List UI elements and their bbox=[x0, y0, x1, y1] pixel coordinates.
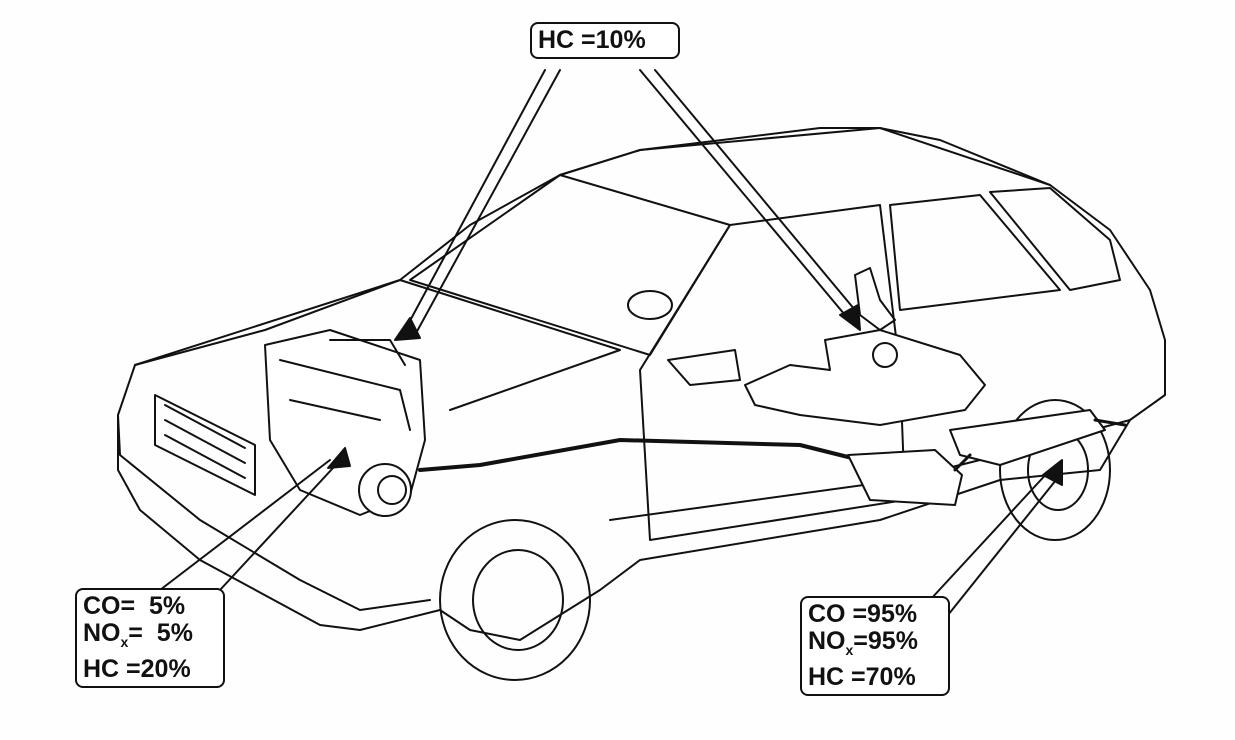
engine-nox-row: NOx= 5% bbox=[83, 619, 193, 651]
quarter-window bbox=[989, 187, 1121, 291]
roof-line bbox=[559, 127, 1051, 186]
hood-line bbox=[134, 279, 621, 411]
rear-wheel bbox=[999, 399, 1111, 541]
filler-neck bbox=[854, 267, 896, 331]
front-wheel bbox=[439, 519, 591, 681]
mirror bbox=[667, 349, 741, 386]
alternator bbox=[358, 463, 412, 517]
exhaust-hc-row: HC =70% bbox=[808, 663, 916, 691]
steering-wheel bbox=[627, 290, 673, 320]
arrow-to-carburettor bbox=[404, 69, 561, 336]
car-body-outline bbox=[117, 127, 1166, 641]
exhaust-pipe bbox=[418, 438, 862, 472]
muffler-middle bbox=[847, 449, 963, 506]
fuel-tank bbox=[744, 329, 986, 426]
grille bbox=[154, 394, 256, 496]
arrow-to-engine bbox=[159, 454, 346, 591]
rear-window bbox=[889, 194, 1061, 311]
windshield bbox=[409, 174, 731, 356]
engine-hc-row: HC =20% bbox=[83, 655, 191, 683]
arrows bbox=[159, 69, 1063, 616]
exhaust-nox-row: NOx=95% bbox=[808, 627, 918, 659]
arrow-to-exhaust bbox=[929, 469, 1061, 616]
bumper bbox=[117, 414, 431, 611]
engine-emission-label: CO= 5% NOx= 5% HC =20% bbox=[75, 588, 225, 688]
arrow-to-fuel-tank bbox=[639, 69, 856, 316]
engine-co-row: CO= 5% bbox=[83, 592, 186, 620]
exhaust-emission-label: CO =95% NOx=95% HC =70% bbox=[800, 596, 950, 696]
fuel-tank-emission-label: HC =10% bbox=[530, 22, 680, 59]
exhaust-co-row: CO =95% bbox=[808, 600, 918, 628]
fuel-hc-value: HC =10% bbox=[538, 26, 646, 54]
muffler-rear bbox=[949, 409, 1106, 466]
